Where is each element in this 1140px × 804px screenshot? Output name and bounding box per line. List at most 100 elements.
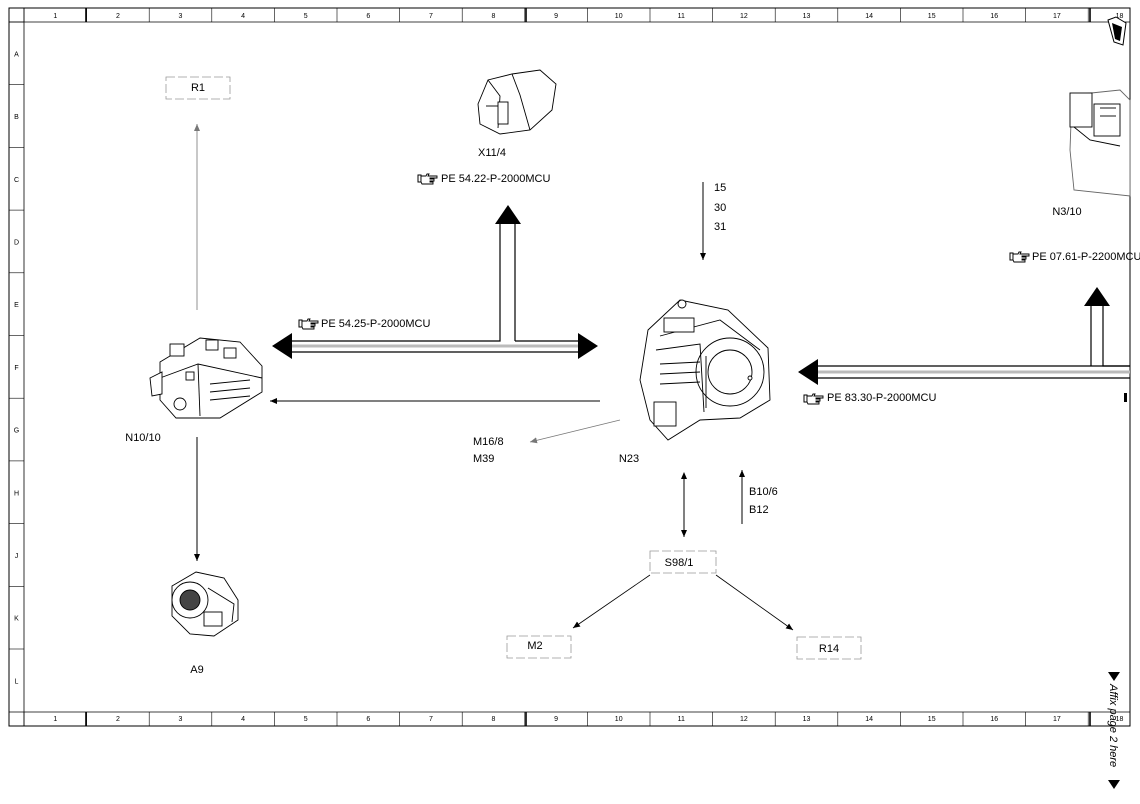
grid-column-label: 12 — [740, 13, 748, 20]
grid-row-label: B — [14, 114, 19, 121]
grid-column-label: 13 — [803, 716, 811, 723]
triangle-down-icon — [1108, 780, 1120, 789]
grid-row-label: G — [14, 428, 19, 435]
grid-column-label: 3 — [179, 716, 183, 723]
ref-x11-4-link[interactable]: PE 54.22-P-2000MCU — [417, 173, 550, 185]
grid-column-label: 7 — [429, 13, 433, 20]
grid-column-label: 15 — [928, 13, 936, 20]
grid-row-label: K — [14, 616, 19, 623]
pointing-hand-icon — [803, 393, 824, 405]
n23-control-unit-drawing — [639, 299, 771, 441]
grid-column-label: 6 — [366, 13, 370, 20]
label-r14: R14 — [819, 643, 839, 655]
grid-column-label: 5 — [304, 716, 308, 723]
sensor-label: B12 — [749, 504, 769, 516]
terminal-label: 30 — [714, 202, 726, 214]
ref-n23-text: PE 83.30-P-2000MCU — [827, 392, 936, 404]
bus-arrow-up-n3 — [1084, 287, 1110, 306]
grid-column-label: 17 — [1053, 716, 1061, 723]
sensor-label: B10/6 — [749, 486, 778, 498]
affix-note: Affix page 2 here — [1107, 672, 1120, 789]
grid-row-label: C — [14, 177, 19, 184]
x11-4-connector-drawing — [477, 69, 557, 135]
grid-column-label: 18 — [1116, 716, 1124, 723]
grid-column-ticks: 1122334455667788991010111112121313141415… — [23, 8, 1124, 726]
ref-can-text: PE 54.25-P-2000MCU — [321, 318, 430, 330]
pointing-hand-icon — [417, 173, 438, 185]
grid-column-label: 1 — [53, 716, 57, 723]
label-n10-10: N10/10 — [125, 432, 160, 444]
label-s98-1: S98/1 — [665, 557, 694, 569]
terminal-label: 15 — [714, 182, 726, 194]
grid-column-label: 4 — [241, 716, 245, 723]
grid-row-label: L — [15, 678, 19, 685]
label-n23: N23 — [619, 453, 639, 465]
grid-column-label: 10 — [615, 13, 623, 20]
bus-arrowheads — [272, 205, 1110, 385]
connection-lines — [194, 124, 794, 631]
label-n3-10: N3/10 — [1052, 206, 1081, 218]
bus-arrow-right — [578, 333, 598, 359]
grid-column-label: 17 — [1053, 13, 1061, 20]
grid-column-label: 3 — [179, 13, 183, 20]
ref-n23-link[interactable]: PE 83.30-P-2000MCU — [803, 392, 936, 405]
n10-10-control-unit-drawing — [149, 337, 263, 419]
grid-column-label: 9 — [554, 13, 558, 20]
ref-can-link[interactable]: PE 54.25-P-2000MCU — [298, 318, 430, 330]
grid-column-label: 14 — [865, 716, 873, 723]
label-x11-4: X11/4 — [478, 147, 506, 159]
grid-column-label: 6 — [366, 716, 370, 723]
can-bus — [290, 222, 1130, 379]
grid-row-label: H — [14, 490, 19, 497]
grid-column-label: 1 — [53, 13, 57, 20]
pointing-hand-icon — [298, 318, 319, 330]
label-r1: R1 — [191, 82, 205, 94]
grid-row-ticks: A B C D E F G H J K L — [9, 21, 24, 685]
grid-column-label: 14 — [865, 13, 873, 20]
grid-column-label: 4 — [241, 13, 245, 20]
grid-row-label: F — [14, 365, 18, 372]
bus-arrow-n23 — [798, 359, 818, 385]
bus-arrow-left — [272, 333, 292, 359]
drawing-frame — [8, 7, 1131, 727]
grid-column-label: 2 — [116, 13, 120, 20]
bus-arrow-up-x11 — [495, 205, 521, 224]
grid-row-label: A — [14, 51, 19, 58]
grid-column-label: 5 — [304, 13, 308, 20]
a9-compressor-drawing — [171, 571, 239, 637]
page-corner-icon — [1107, 16, 1127, 46]
actuator-label: M16/8 — [473, 436, 504, 448]
pointing-hand-icon — [1009, 251, 1030, 263]
grid-row-label: D — [14, 239, 19, 246]
ref-n3-10-link[interactable]: PE 07.61-P-2200MCU — [1009, 251, 1140, 263]
grid-column-label: 9 — [554, 716, 558, 723]
grid-column-label: 12 — [740, 716, 748, 723]
label-frames — [165, 76, 862, 660]
grid-row-label: J — [15, 553, 19, 560]
grid-column-label: 7 — [429, 716, 433, 723]
component-labels: R1 X11/4 N3/10 N10/10 N23 A9 S98/1 M2 R1… — [125, 82, 1081, 676]
actuator-label: M39 — [473, 453, 494, 465]
grid-row-label: E — [14, 302, 19, 309]
grid-column-label: 10 — [615, 716, 623, 723]
n3-10-control-unit-drawing — [1069, 89, 1131, 197]
signal-labels: 15 30 31 M16/8 M39 B10/6 B12 — [473, 182, 778, 516]
grid-column-label: 11 — [678, 716, 685, 723]
triangle-down-icon — [1108, 672, 1120, 681]
grid-column-label: 8 — [492, 716, 496, 723]
grid-column-label: 11 — [678, 13, 685, 20]
grid-column-label: 18 — [1116, 13, 1124, 20]
grid-column-label: 16 — [990, 716, 998, 723]
grid-column-label: 16 — [990, 13, 998, 20]
ref-x11-4-text: PE 54.22-P-2000MCU — [441, 173, 550, 185]
grid-column-label: 8 — [492, 13, 496, 20]
terminal-label: 31 — [714, 221, 726, 233]
grid-column-label: 15 — [928, 716, 936, 723]
label-a9: A9 — [190, 664, 203, 676]
affix-text: Affix page 2 here — [1107, 683, 1119, 767]
label-m2: M2 — [527, 640, 542, 652]
ref-n3-10-text: PE 07.61-P-2200MCU — [1032, 251, 1140, 263]
grid-column-label: 13 — [803, 13, 811, 20]
edge-mark — [1124, 393, 1127, 402]
